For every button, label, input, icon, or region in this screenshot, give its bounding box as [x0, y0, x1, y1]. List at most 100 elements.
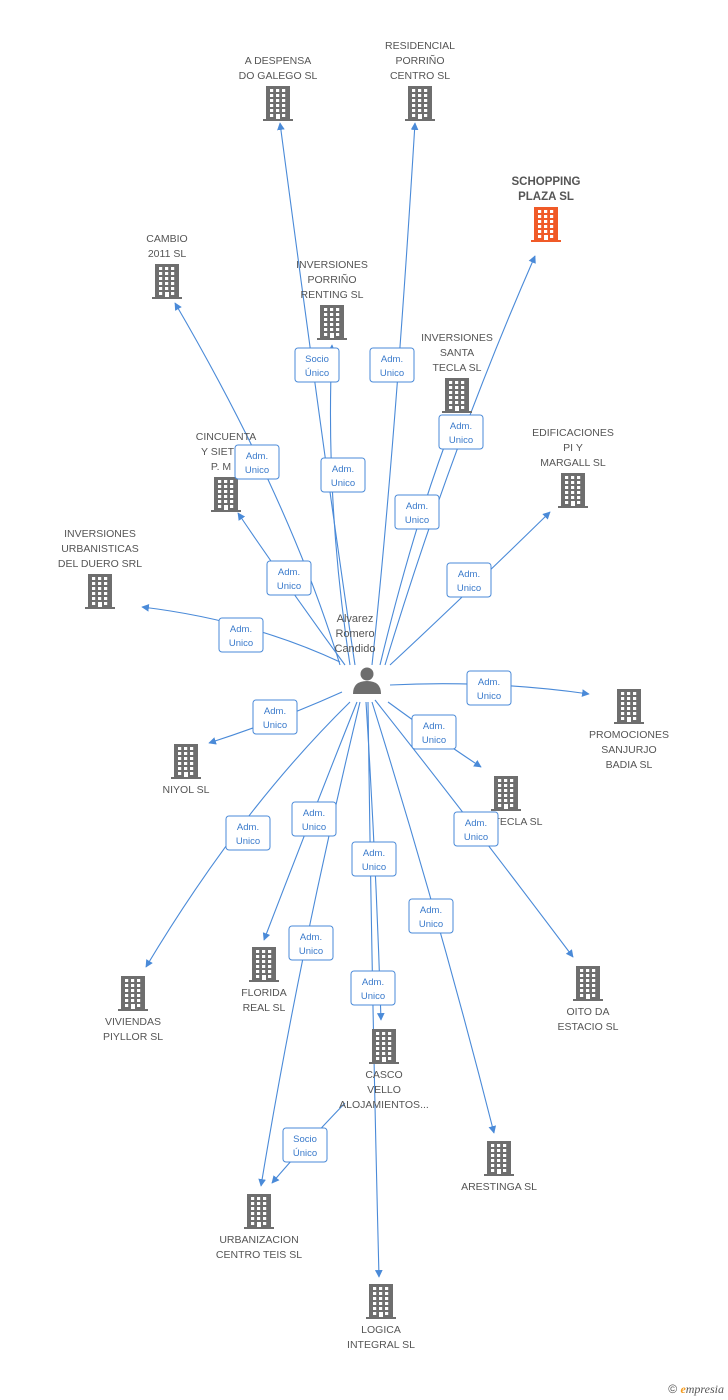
node-label: DO GALEGO SL — [239, 70, 318, 82]
edge-label-niyol[interactable]: Adm.Unico — [252, 699, 298, 735]
node-inv-santa[interactable]: INVERSIONES SANTA TECLA SL — [421, 332, 493, 413]
building-icon — [85, 574, 115, 609]
edge-label-text: Unico — [245, 465, 269, 476]
node-tecla[interactable]: TECLA SL — [491, 776, 543, 828]
edge-label-viviendas[interactable]: Adm.Unico — [225, 815, 271, 851]
node-label: PORRIÑO — [307, 273, 356, 286]
edge-label-text: Adm. — [363, 848, 385, 859]
edge-label-promociones[interactable]: Adm.Unico — [466, 670, 512, 706]
edge-label-text: Adm. — [458, 569, 480, 580]
edge-label-text: Adm. — [303, 808, 325, 819]
node-arestinga[interactable]: ARESTINGA SL — [461, 1141, 537, 1193]
node-label: MARGALL SL — [540, 457, 606, 469]
node-label: CENTRO SL — [390, 70, 450, 82]
node-a-despensa[interactable]: A DESPENSA DO GALEGO SL — [239, 55, 318, 121]
building-icon — [614, 689, 644, 724]
node-label: SANTA — [440, 347, 474, 359]
edge-label-text: Único — [293, 1148, 317, 1159]
edge-label-text: Unico — [464, 832, 488, 843]
edge-label-tecla[interactable]: Adm. Unico — [411, 714, 457, 750]
edge-label-a-despensa[interactable]: Adm.Unico — [320, 457, 366, 493]
edge-label-edificaciones[interactable]: Adm. Unico — [446, 562, 492, 598]
edge-label-text: Adm. — [332, 464, 354, 475]
footer-brand: © empresia — [668, 1382, 724, 1397]
building-icon — [531, 207, 561, 242]
node-label: LOGICA — [361, 1324, 401, 1336]
edge-label-text: Unico — [299, 946, 323, 957]
edge-label-text: Adm. — [246, 451, 268, 462]
edge-label-cambio[interactable]: Adm. Unico — [234, 444, 280, 480]
node-label: TECLA SL — [432, 362, 481, 374]
edge-label-text: Adm. — [450, 421, 472, 432]
building-icon — [211, 477, 241, 512]
node-label: PLAZA SL — [518, 191, 574, 203]
edge-label-text: Unico — [422, 735, 446, 746]
edge-line-schopping — [384, 255, 536, 666]
node-label: A DESPENSA — [245, 55, 312, 67]
building-icon — [484, 1141, 514, 1176]
node-niyol[interactable]: NIYOL SL — [163, 744, 210, 796]
node-label: VIVIENDAS — [105, 1016, 161, 1028]
node-logica[interactable]: LOGICA INTEGRAL SL — [347, 1284, 415, 1351]
node-label: PROMOCIONES — [589, 729, 669, 741]
edge-line-a-despensa — [277, 122, 356, 666]
edge-label-arestinga[interactable]: Adm. Unico — [408, 898, 454, 934]
node-label: NIYOL SL — [163, 784, 210, 796]
node-label: VELLO — [367, 1084, 401, 1096]
edge-label-text: Socio — [305, 354, 329, 365]
node-schopping[interactable]: SCHOPPING PLAZA SL — [511, 176, 581, 242]
center-person-name: Alvarez — [337, 613, 374, 625]
edge-label-text: Unico — [263, 720, 287, 731]
node-label: INTEGRAL SL — [347, 1339, 415, 1351]
edge-label-residencial[interactable]: Adm.Unico — [369, 347, 415, 383]
node-label: ALOJAMIENTOS... — [339, 1099, 429, 1111]
building-icon — [491, 776, 521, 811]
node-label: BADIA SL — [606, 759, 653, 771]
edge-label-text: Adm. — [362, 977, 384, 988]
node-label: PORRIÑO — [395, 54, 444, 67]
building-icon — [118, 976, 148, 1011]
building-icon — [369, 1029, 399, 1064]
edge-label-text: Adm. — [423, 721, 445, 732]
edge-label-casco[interactable]: Adm.Unico — [351, 841, 397, 877]
node-label: CENTRO TEIS SL — [216, 1249, 302, 1261]
node-label: REAL SL — [243, 1002, 286, 1014]
node-florida[interactable]: FLORIDA REAL SL — [241, 947, 287, 1014]
edge-label-text: Adm. — [465, 818, 487, 829]
edge-label-schopping[interactable]: Adm.Unico — [394, 494, 440, 530]
edge-label-inv-urb[interactable]: Adm.Unico — [218, 617, 264, 653]
node-casco[interactable]: CASCOVELLOALOJAMIENTOS... — [339, 1029, 429, 1111]
edge-label-cincuenta[interactable]: Adm.Unico — [266, 560, 312, 596]
edge-label-oito[interactable]: Adm. Unico — [453, 811, 499, 847]
edge-label-logica[interactable]: Adm.Unico — [350, 970, 396, 1006]
building-icon — [442, 378, 472, 413]
node-label: EDIFICACIONES — [532, 427, 614, 439]
edge-label-urbanizacion[interactable]: Adm.Unico — [288, 925, 334, 961]
node-label: OITO DA — [567, 1006, 610, 1018]
node-label: FLORIDA — [241, 987, 287, 999]
person-icon — [353, 667, 381, 694]
node-label: INVERSIONES — [421, 332, 493, 344]
edge-label-florida[interactable]: Adm.Unico — [291, 801, 337, 837]
node-label: SCHOPPING — [511, 176, 580, 188]
edge-label-text: Unico — [419, 919, 443, 930]
edge-label-inv-santa[interactable]: Adm.Unico — [438, 414, 484, 450]
brand-logo[interactable]: empresia — [680, 1382, 724, 1396]
edge-label-text: Adm. — [420, 905, 442, 916]
edge-label-text: Unico — [457, 583, 481, 594]
edge-label-text: Unico — [477, 691, 501, 702]
node-label: RENTING SL — [300, 289, 363, 301]
